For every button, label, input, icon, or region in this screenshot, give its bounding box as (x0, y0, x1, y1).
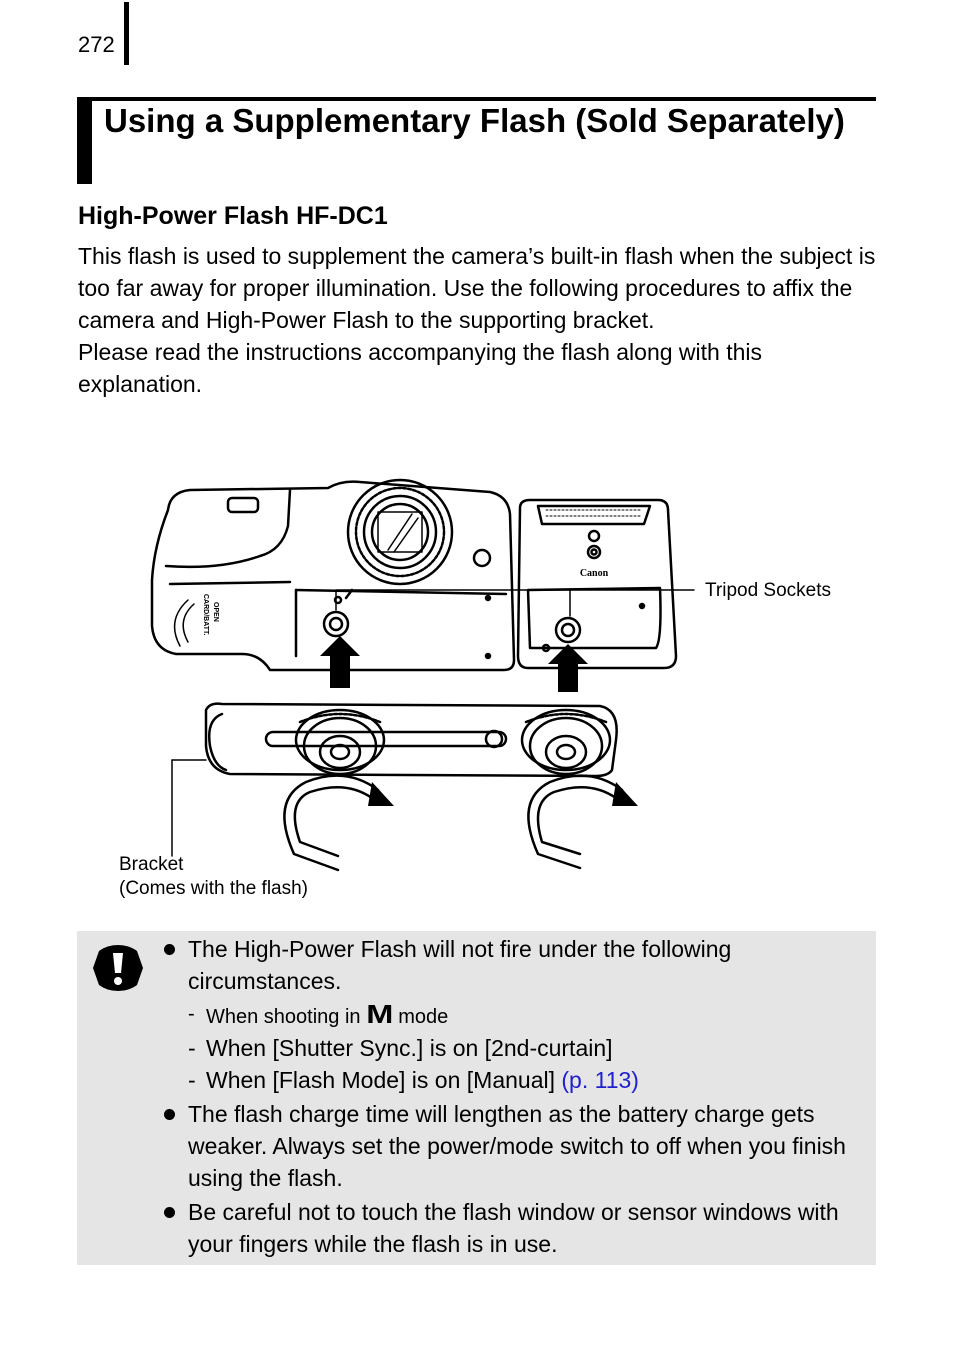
tripod-sockets-label: Tripod Sockets (705, 580, 832, 601)
door-label: OPEN (212, 602, 219, 622)
brand-logo: Canon (580, 568, 609, 579)
bracket-label-line-2: (Comes with the flash) (119, 878, 309, 899)
camera-body (150, 478, 516, 672)
bracket-label-line-1: Bracket (119, 854, 184, 875)
page-reference-link[interactable]: (p. 113) (561, 1067, 639, 1093)
subitem-text: mode (398, 1006, 449, 1028)
arrowhead (368, 782, 394, 806)
camera-flash-bracket-drawing: Canon CARD/BATT. OPEN (150, 478, 695, 872)
intro-paragraph-1: This flash is used to supplement the cam… (78, 243, 876, 333)
rotation-arrows (283, 774, 624, 872)
page-number-rule (124, 2, 129, 65)
up-arrow-icon (320, 636, 360, 688)
door-label: CARD/BATT. (202, 594, 209, 636)
page-number: 272 (78, 32, 115, 57)
manual-mode-icon: M (365, 999, 393, 1029)
section-title-block: Using a Supplementary Flash (Sold Separa… (77, 97, 876, 185)
section-title: Using a Supplementary Flash (Sold Separa… (104, 102, 845, 139)
bullet-icon (164, 1207, 175, 1218)
caution-list: The High-Power Flash will not fire under… (159, 933, 869, 1262)
caution-subitem: - When [Shutter Sync.] is on [2nd-curtai… (188, 1035, 613, 1061)
intro-text: This flash is used to supplement the cam… (78, 240, 878, 400)
caution-item: Be careful not to touch the flash window… (159, 1196, 869, 1260)
flash-unit (516, 498, 678, 670)
caution-item-text: The flash charge time will lengthen as t… (188, 1101, 846, 1191)
subheading: High-Power Flash HF-DC1 (78, 202, 388, 230)
arrowhead (612, 782, 638, 806)
subitem-text: When [Shutter Sync.] is on [2nd-curtain] (206, 1035, 613, 1061)
subitem-text: When [Flash Mode] is on [Manual] (206, 1067, 555, 1093)
subitem-text: When shooting in (206, 1006, 361, 1028)
caution-item: The flash charge time will lengthen as t… (159, 1098, 869, 1194)
bullet-icon (164, 1109, 175, 1120)
title-side-bar (77, 97, 92, 184)
bullet-icon (164, 944, 175, 955)
bracket-illustration: Canon CARD/BATT. OPEN Tripod Sockets Bra… (110, 470, 870, 910)
up-arrow-icon (548, 644, 588, 692)
caution-icon (93, 945, 143, 991)
caution-item: The High-Power Flash will not fire under… (159, 933, 869, 1096)
caution-item-text: The High-Power Flash will not fire under… (188, 936, 732, 994)
intro-paragraph-2: Please read the instructions accompanyin… (78, 339, 763, 397)
caution-subitem: - When [Flash Mode] is on [Manual] (p. 1… (188, 1067, 639, 1093)
title-top-rule (77, 97, 876, 101)
bracket-label: Bracket (Comes with the flash) (119, 853, 308, 901)
caution-item-text: Be careful not to touch the flash window… (188, 1199, 839, 1257)
bracket (204, 702, 618, 778)
caution-box: The High-Power Flash will not fire under… (77, 931, 876, 1265)
